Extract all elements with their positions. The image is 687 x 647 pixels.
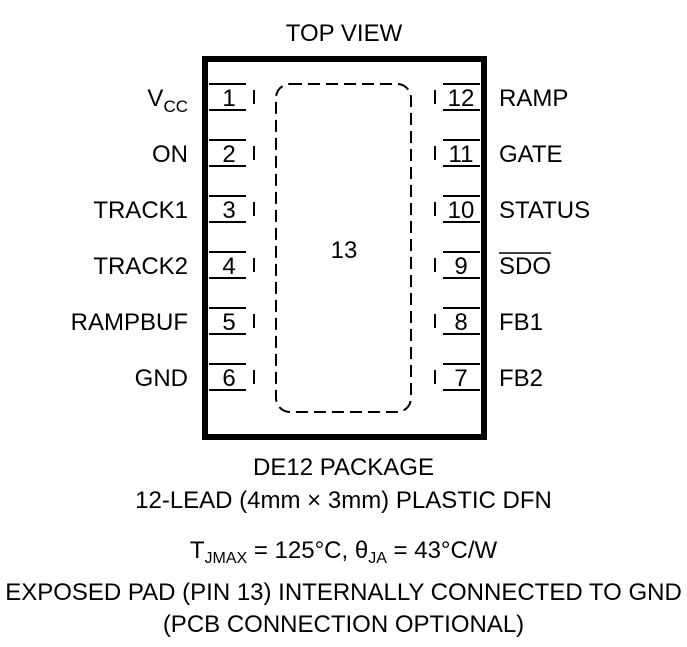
- note-line-2: (PCB CONNECTION OPTIONAL): [162, 611, 525, 638]
- pin-label: STATUS: [499, 197, 590, 224]
- pin-label-main: TRACK2: [93, 253, 188, 280]
- pin-number: 9: [454, 253, 467, 280]
- thermal-spec: TJMAX = 125°C, θJA = 43°C/W: [0, 537, 687, 567]
- pin-label: TRACK2: [93, 253, 188, 280]
- pin-12: 12 RAMP: [434, 83, 568, 112]
- view-label: TOP VIEW: [286, 20, 403, 47]
- pin-label: SDO: [499, 253, 551, 280]
- pin-10: 10 STATUS: [434, 195, 590, 224]
- pin-label-subscript: CC: [163, 97, 188, 116]
- package-description: 12-LEAD (4mm × 3mm) PLASTIC DFN: [135, 487, 552, 514]
- pin-4: 4 TRACK2: [93, 251, 255, 280]
- pin-number: 12: [448, 85, 475, 112]
- t-subscript: JMAX: [204, 550, 248, 567]
- pin-number: 8: [454, 309, 467, 336]
- pin-number: 11: [449, 141, 474, 168]
- pin-2: 2 ON: [152, 139, 255, 168]
- pin-number: 2: [222, 141, 235, 168]
- pin-number: 3: [222, 197, 235, 224]
- pin-11: 11 GATE: [434, 139, 563, 168]
- package-body: [202, 56, 487, 440]
- exposed-pad-outline: [275, 83, 412, 413]
- pin-number: 10: [448, 197, 475, 224]
- t-value: = 125°C,: [247, 537, 355, 564]
- exposed-pad-number: 13: [331, 237, 358, 264]
- pin-label-main: TRACK1: [93, 197, 188, 224]
- pin-6: 6 GND: [135, 363, 255, 392]
- pin-label: GATE: [499, 141, 563, 168]
- pin-label: RAMPBUF: [71, 309, 188, 336]
- right-pin-group: 12 RAMP 11 GATE 10 STATUS 9 SDO 8 FB1 7 FB2: [434, 83, 590, 392]
- pin-7: 7 FB2: [434, 363, 543, 392]
- pinout-diagram: TOP VIEW 13 1 VCC 2 ON 3 TRACK1 4 TRACK2 5 RAMPBU…: [71, 20, 590, 440]
- pin-5: 5 RAMPBUF: [71, 307, 255, 336]
- pin-label-main: GND: [135, 365, 188, 392]
- pin-label: TRACK1: [93, 197, 188, 224]
- theta-symbol: θ: [354, 537, 369, 564]
- pin-8: 8 FB1: [434, 307, 543, 336]
- pin-3: 3 TRACK1: [93, 195, 255, 224]
- pin-label-main: ON: [152, 141, 188, 168]
- pin-label: ON: [152, 141, 188, 168]
- pin-number: 4: [222, 253, 235, 280]
- pin-number: 5: [222, 309, 235, 336]
- pin-label: RAMP: [499, 85, 568, 112]
- theta-subscript: JA: [368, 550, 387, 567]
- pin-label: VCC: [147, 85, 188, 116]
- pin-label-main: V: [147, 85, 163, 112]
- note-line-1: EXPOSED PAD (PIN 13) INTERNALLY CONNECTE…: [5, 579, 682, 606]
- package-name: DE12 PACKAGE: [253, 454, 434, 481]
- pin-label: GND: [135, 365, 188, 392]
- pin-number: 7: [454, 365, 467, 392]
- pin-1: 1 VCC: [147, 83, 255, 116]
- theta-value: = 43°C/W: [386, 537, 498, 564]
- pin-label: FB2: [499, 365, 543, 392]
- pin-label-main: RAMPBUF: [71, 309, 188, 336]
- pin-number: 1: [222, 85, 235, 112]
- pin-number: 6: [222, 365, 235, 392]
- pin-label: FB1: [499, 309, 543, 336]
- left-pin-group: 1 VCC 2 ON 3 TRACK1 4 TRACK2 5 RAMPBUF 6 GND: [71, 83, 255, 392]
- t-symbol: T: [189, 537, 205, 564]
- pin-9: 9 SDO: [434, 251, 552, 280]
